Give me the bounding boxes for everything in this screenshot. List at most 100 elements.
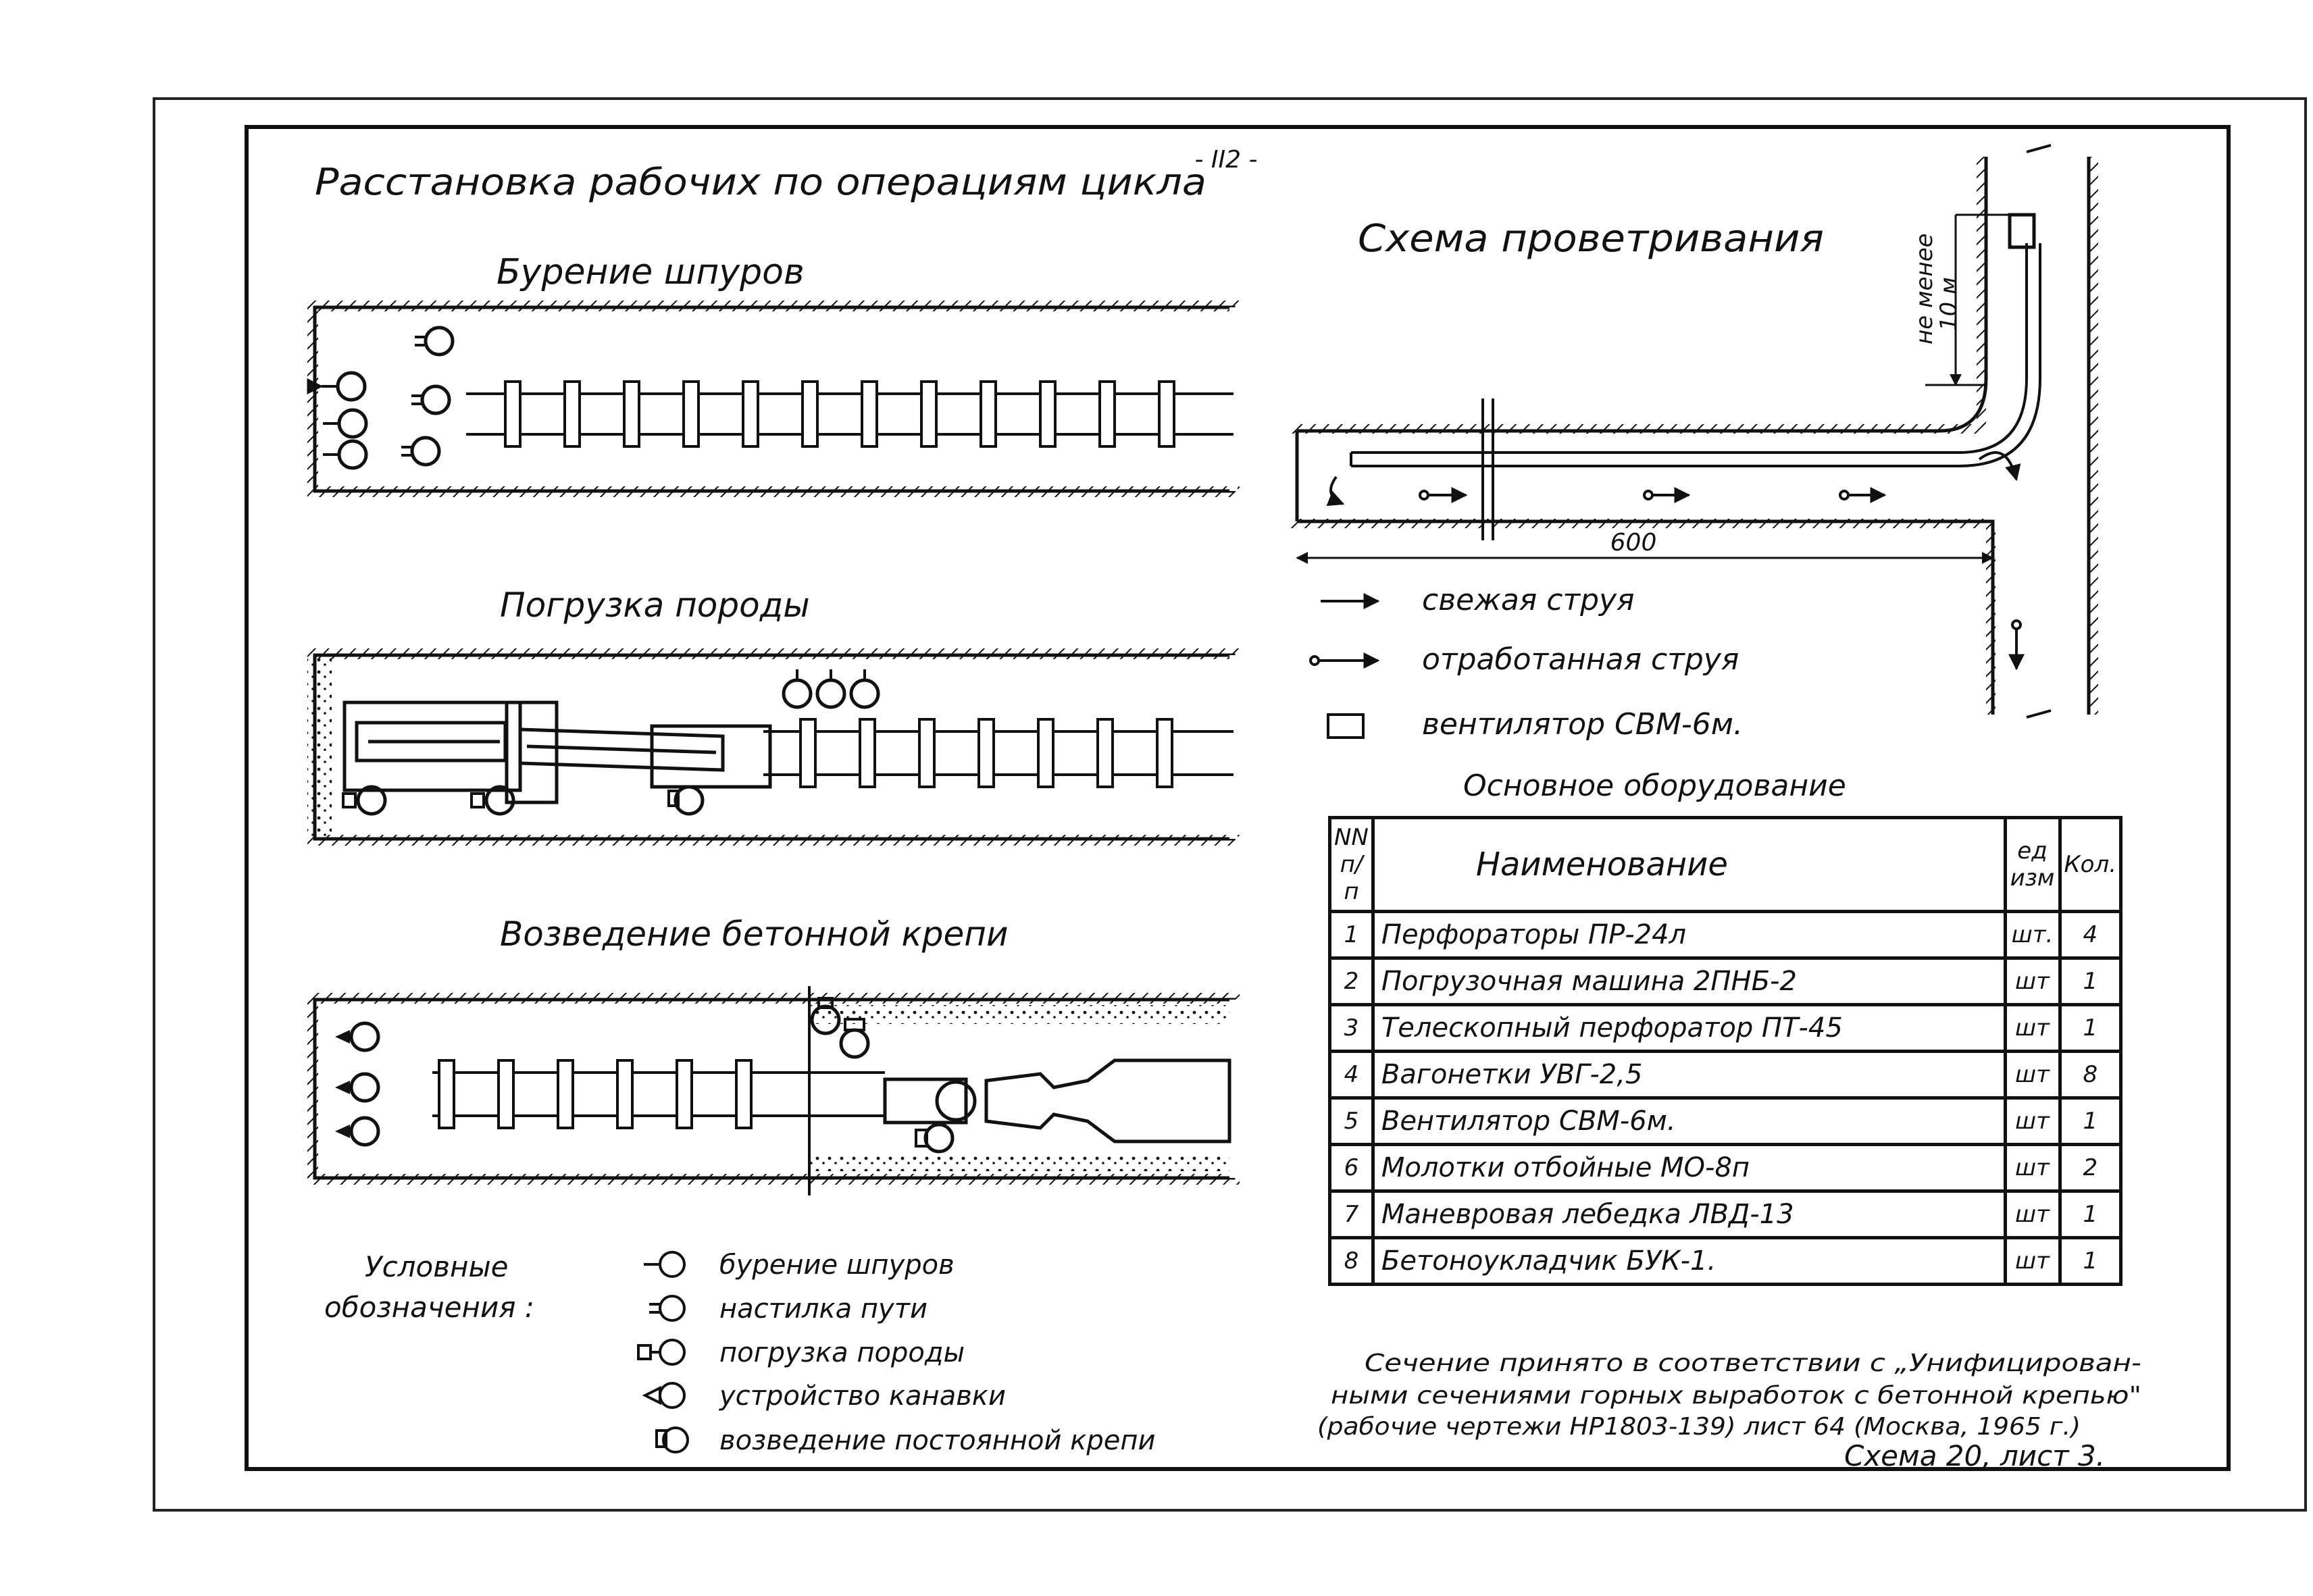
legend-item-label: бурение шпуров: [719, 1250, 955, 1281]
ditch-worker-icon: [642, 1382, 686, 1409]
legend-item-label: возведение постоянной крепи: [719, 1425, 1156, 1456]
lining-worker-icon: [667, 785, 705, 816]
row-num: 3: [1328, 1003, 1375, 1053]
sleeper: [918, 718, 936, 788]
ditch-worker-icon: [335, 1116, 380, 1147]
sleeper: [557, 1059, 574, 1129]
loading-worker-icon: [470, 785, 515, 816]
lining-worker-icon: [810, 997, 841, 1035]
track-laying-worker-icon: [782, 669, 813, 709]
row-num: 4: [1328, 1050, 1375, 1100]
loading-tunnel: [307, 648, 1240, 846]
sleeper: [977, 718, 995, 788]
equipment-table: NN п/п Наименование ед изм Кол. 1 Перфора…: [1328, 816, 2123, 1286]
sleeper: [920, 380, 938, 448]
drilling-track: [466, 380, 1234, 448]
track-laying-worker-icon: [411, 384, 451, 415]
track-laying-worker-icon: [415, 326, 455, 357]
header-qty: Кол.: [2058, 816, 2123, 913]
concrete-title: Возведение бетонной крепи: [500, 915, 1008, 954]
header-name: Наименование: [1371, 816, 2007, 913]
lining-worker-icon: [839, 1018, 870, 1059]
row-qty: 1: [2058, 1189, 2123, 1239]
row-unit: шт: [2003, 1003, 2062, 1053]
row-unit: шт: [2003, 1236, 2062, 1286]
track-laying-worker-icon: [849, 669, 880, 709]
row-name: Вентилятор СВМ-6м.: [1371, 1096, 2007, 1146]
row-num: 5: [1328, 1096, 1375, 1146]
equipment-table-header: NN п/п Наименование ед изм Кол.: [1328, 816, 2123, 913]
source-note: Сечение принято в соответствии с „Унифиц…: [1317, 1349, 2141, 1472]
sleeper: [1096, 718, 1114, 788]
fan-box-icon: [1327, 713, 1365, 739]
row-name: Перфораторы ПР-24л: [1371, 910, 2007, 960]
sleeper: [438, 1059, 455, 1129]
loading-track: [763, 718, 1234, 788]
row-qty: 8: [2058, 1050, 2123, 1100]
concrete-track: [432, 1059, 885, 1129]
row-name: Вагонетки УВГ-2,5: [1371, 1050, 2007, 1100]
drilling-title: Бурение шпуров: [497, 252, 805, 292]
row-name: Погрузочная машина 2ПНБ-2: [1371, 956, 2007, 1006]
row-name: Маневровая лебедка ЛВД-13: [1371, 1189, 2007, 1239]
ventilation-legend: свежая струя отработанная струя вентилят…: [1309, 583, 1743, 742]
row-qty: 1: [2058, 956, 2123, 1006]
header-num: NN п/п: [1328, 816, 1375, 913]
row-unit: шт: [2003, 1050, 2062, 1100]
sleeper: [504, 380, 522, 448]
drilling-worker-icon: [644, 1251, 686, 1278]
legend-item-label: погрузка породы: [719, 1337, 965, 1368]
inner-frame: [245, 125, 2231, 1471]
lining-worker-icon: [915, 1123, 955, 1154]
lining-worker-icon: [655, 1426, 689, 1453]
loading-title: Погрузка породы: [500, 586, 810, 625]
concrete-placer: [883, 1058, 1231, 1143]
sleeper: [861, 380, 878, 448]
loading-worker-icon: [342, 785, 387, 816]
sleeper: [616, 1059, 634, 1129]
legend-exhaust-air-label: отработанная струя: [1422, 642, 1739, 677]
main-title: Расстановка рабочих по операциям цикла: [315, 161, 1206, 203]
ventilation-scheme: [1290, 144, 2098, 719]
sleeper: [623, 380, 640, 448]
sheet-reference: Схема 20, лист 3.: [1844, 1439, 2105, 1472]
page-number: - II2 -: [1194, 146, 1257, 174]
sleeper: [682, 380, 700, 448]
loading-machine: [342, 700, 772, 804]
row-qty: 1: [2058, 1096, 2123, 1146]
sleeper: [801, 380, 819, 448]
sleeper: [1098, 380, 1116, 448]
sleeper: [1158, 380, 1175, 448]
equipment-title: Основное оборудование: [1463, 769, 1846, 803]
sleeper: [1156, 718, 1173, 788]
exhaust-air-arrow-icon: [1309, 652, 1380, 669]
row-name: Бетоноукладчик БУК-1.: [1371, 1236, 2007, 1286]
row-unit: шт: [2003, 1143, 2062, 1193]
ventilation-title: Схема проветривания: [1358, 217, 1824, 261]
note-line3: (рабочие чертежи НР1803-139) лист 64 (Мо…: [1317, 1413, 2081, 1441]
row-num: 6: [1328, 1143, 1375, 1193]
drilling-worker-icon: [323, 439, 368, 470]
drilling-workers: [307, 326, 455, 470]
legend-title-line2: обозначения :: [324, 1291, 534, 1324]
sleeper: [497, 1059, 515, 1129]
sleeper: [1039, 380, 1057, 448]
row-unit: шт.: [2003, 910, 2062, 960]
row-qty: 2: [2058, 1143, 2123, 1193]
header-unit: ед изм: [2003, 816, 2062, 913]
note-line1: Сечение принято в соответствии с „Унифиц…: [1365, 1349, 2141, 1377]
ventilation-fan-symbol: [2008, 213, 2036, 249]
drilling-worker-icon: [323, 408, 368, 439]
concrete-tunnel: [307, 986, 1240, 1195]
track-laying-worker-icon: [649, 1295, 686, 1322]
symbols-legend: Условные обозначения : бурение шпуров на…: [324, 1250, 1156, 1456]
row-unit: шт: [2003, 956, 2062, 1006]
concrete-workers: [335, 997, 955, 1154]
sleeper: [735, 1059, 753, 1129]
